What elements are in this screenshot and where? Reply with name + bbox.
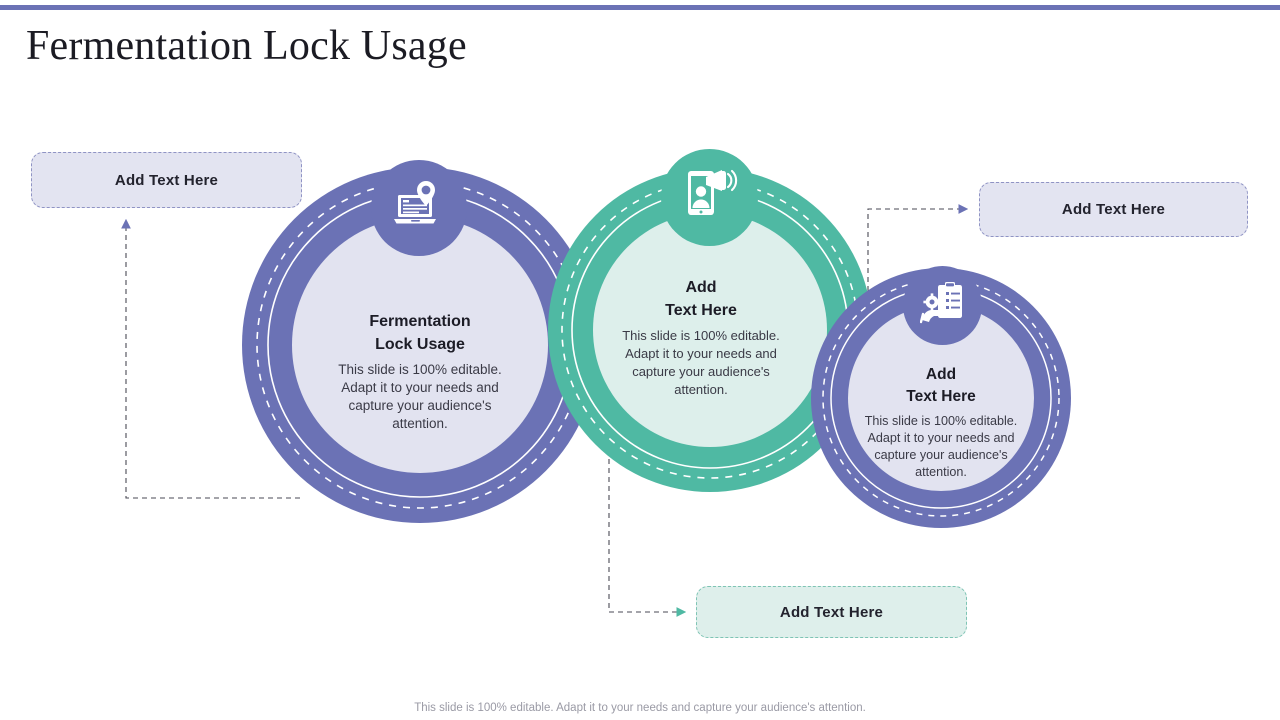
callout-left[interactable]: Add Text Here (31, 152, 302, 208)
circle-middle-text: Add Text Here This slide is 100% editabl… (619, 277, 783, 399)
circle-right-text: Add Text Here This slide is 100% editabl… (862, 364, 1020, 482)
laptop-location-pin-icon (392, 179, 446, 238)
circle-middle-heading: Add Text Here (665, 279, 737, 319)
badge-left[interactable] (371, 160, 467, 256)
circle-right[interactable] (811, 268, 1071, 528)
badge-right[interactable] (903, 266, 982, 345)
callout-bottom-label: Add Text Here (779, 603, 884, 621)
circle-middle-body: This slide is 100% editable. Adapt it to… (622, 328, 780, 397)
circle-left[interactable] (242, 167, 598, 523)
page-title: Fermentation Lock Usage (26, 23, 467, 69)
connector-right (867, 204, 969, 300)
circle-left-body: This slide is 100% editable. Adapt it to… (338, 362, 502, 431)
circle-right-heading: Add Text Here (906, 366, 976, 405)
badge-middle[interactable] (661, 149, 758, 246)
callout-left-label: Add Text Here (114, 171, 219, 189)
circle-left-heading: Fermentation Lock Usage (369, 313, 471, 353)
mobile-megaphone-icon (682, 167, 738, 228)
connector-bottom (608, 450, 687, 617)
callout-right[interactable]: Add Text Here (979, 182, 1248, 237)
circle-left-text: Fermentation Lock Usage This slide is 10… (322, 311, 518, 433)
top-accent-bar (0, 5, 1280, 10)
callout-right-label: Add Text Here (1061, 201, 1166, 218)
footer-note: This slide is 100% editable. Adapt it to… (414, 702, 866, 714)
clipboard-hand-gear-icon (919, 280, 966, 331)
circle-right-body: This slide is 100% editable. Adapt it to… (864, 414, 1018, 480)
connector-left (121, 218, 300, 499)
callout-bottom[interactable]: Add Text Here (696, 586, 967, 638)
